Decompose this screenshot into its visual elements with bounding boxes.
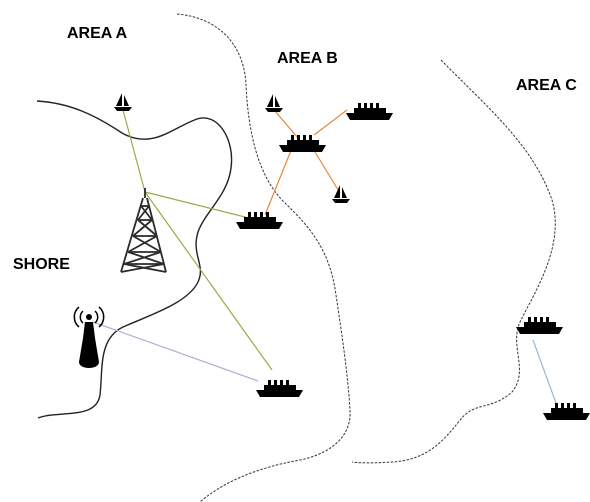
base-station-icon [73,306,105,368]
area-c-label: AREA C [516,77,577,94]
tower-sailboat-link [122,109,146,193]
sailboat-icon [114,93,132,111]
ship-icon [516,317,563,334]
tower-ship-south-link [144,191,273,371]
area-b-label: AREA B [277,50,338,67]
lattice-tower-icon [120,188,167,273]
sailboat-icon [265,94,283,112]
tower-ship-a-link [144,191,258,221]
area-b-c-boundary [351,59,556,464]
ship-icon [279,135,326,152]
ship-icon [256,380,303,397]
ship-icon [236,212,283,229]
ship-icon [346,103,393,120]
hub-ship-ne-link [313,109,348,136]
area-c-ship-link [532,339,557,404]
ship-icon [543,403,590,420]
base-station-ship-link [92,321,259,382]
hub-sailboat-se-link [314,151,341,194]
shoreline [36,100,233,419]
hub-ship-a-link [264,147,293,216]
area-a-b-boundary [176,13,351,502]
sailboat-icon [332,185,350,203]
hub-sailboat-nw-link [274,110,299,139]
shore-label: SHORE [13,256,70,273]
area-a-label: AREA A [67,25,128,42]
